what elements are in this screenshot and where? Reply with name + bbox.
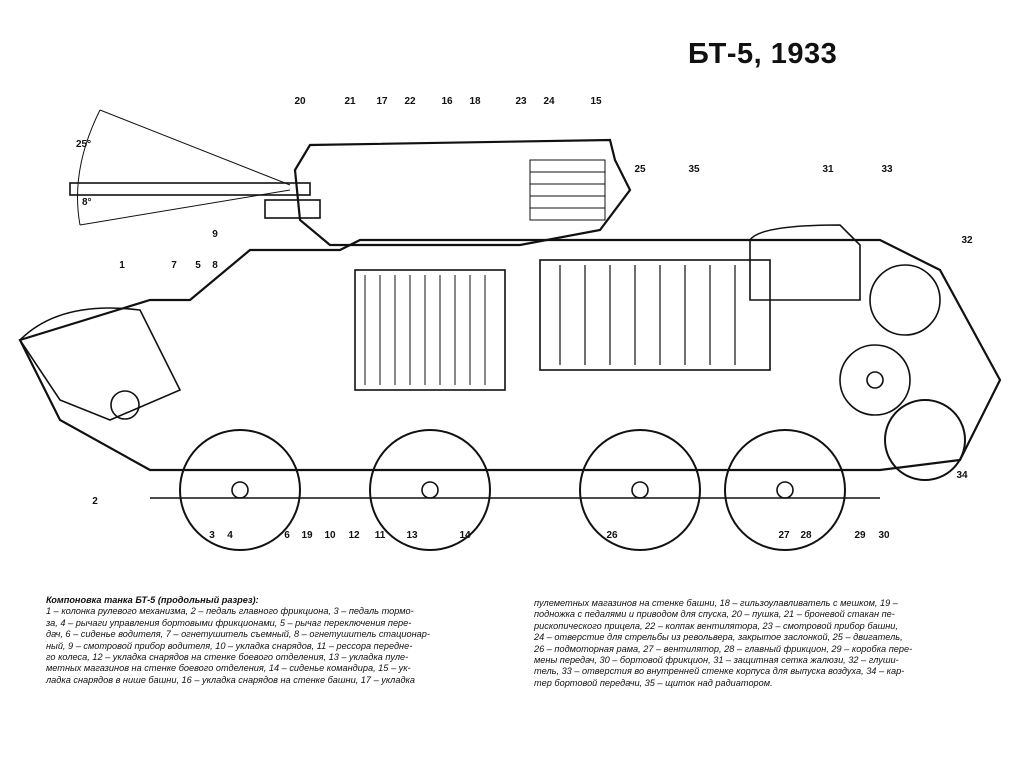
- callout-30: 30: [878, 530, 890, 541]
- gun-breech: [264, 199, 321, 219]
- callout-21: 21: [344, 96, 356, 107]
- caption-line: тер бортовой передачи, 35 – щиток над ра…: [534, 677, 773, 688]
- callout-5: 5: [195, 260, 201, 271]
- callout-27: 27: [778, 530, 790, 541]
- radiator-cover: [749, 224, 861, 301]
- callout-7: 7: [171, 260, 177, 271]
- callout-33: 33: [881, 164, 893, 175]
- nose-plate: [18, 307, 182, 421]
- callout-24: 24: [543, 96, 555, 107]
- callout-18: 18: [469, 96, 481, 107]
- elevation-angle-label: 25°: [76, 139, 91, 150]
- callout-12: 12: [348, 530, 360, 541]
- callout-17: 17: [376, 96, 388, 107]
- caption-left-column: Компоновка танка БТ-5 (продольный разрез…: [46, 595, 516, 686]
- callout-1: 1: [119, 260, 125, 271]
- callout-4: 4: [227, 530, 233, 541]
- side-clutch: [839, 344, 911, 416]
- turret: [293, 138, 632, 247]
- diagram-title: БТ-5, 1933: [688, 38, 838, 70]
- caption-line: подножка с педалями и приводом для спуск…: [534, 609, 895, 620]
- hub-3: [631, 481, 649, 499]
- caption-line: 1 – колонка рулевого механизма, 2 – педа…: [46, 606, 414, 617]
- callout-11: 11: [375, 530, 386, 541]
- road-wheel-3: [579, 429, 701, 551]
- caption-line: за, 4 – рычаги управления бортовыми фрик…: [46, 617, 412, 628]
- ammo-rack: [354, 269, 506, 391]
- road-wheel-1: [179, 429, 301, 551]
- road-wheel-4: [724, 429, 846, 551]
- gun-barrel: [69, 182, 311, 196]
- road-wheel-2: [369, 429, 491, 551]
- callout-13: 13: [406, 530, 418, 541]
- callout-14: 14: [459, 530, 471, 541]
- callout-19: 19: [301, 530, 313, 541]
- engine-block: [539, 259, 771, 371]
- caption-line: рископического прицела, 22 – колпак вент…: [534, 620, 898, 631]
- callout-26: 26: [606, 530, 618, 541]
- callout-35: 35: [688, 164, 700, 175]
- callout-29: 29: [854, 530, 866, 541]
- callout-31: 31: [822, 164, 834, 175]
- callout-6: 6: [284, 530, 290, 541]
- caption-line: го колеса, 12 – укладка снарядов на стен…: [46, 652, 409, 663]
- callout-32: 32: [961, 235, 973, 246]
- hull-outline: [18, 238, 1002, 472]
- hub-4: [776, 481, 794, 499]
- callout-9: 9: [212, 229, 218, 240]
- callout-23: 23: [515, 96, 527, 107]
- caption-line: ный, 9 – смотровой прибор водителя, 10 –…: [46, 640, 413, 651]
- callout-8: 8: [212, 260, 218, 271]
- callout-10: 10: [324, 530, 336, 541]
- caption-line: пулеметных магазинов на стенке башни, 18…: [534, 598, 898, 608]
- idler-wheel: [110, 390, 140, 420]
- caption-line: метных магазинов на стенке боевого отдел…: [46, 663, 411, 674]
- callout-25: 25: [634, 164, 646, 175]
- callout-15: 15: [590, 96, 602, 107]
- caption-line: ладка снарядов в нише башни, 16 – укладк…: [46, 674, 415, 685]
- caption-line: 26 – подмоторная рама, 27 – вентилятор, …: [534, 643, 913, 654]
- drive-sprocket: [884, 399, 966, 481]
- turret-niche-ammo: [529, 159, 606, 221]
- callout-34: 34: [956, 470, 968, 481]
- callout-2: 2: [92, 496, 98, 507]
- caption-heading: Компоновка танка БТ-5 (продольный разрез…: [46, 595, 259, 605]
- elevation-line: [99, 109, 291, 186]
- caption-line: дач, 6 – сиденье водителя, 7 – огнетушит…: [46, 629, 430, 640]
- depression-angle-label: 8°: [82, 197, 92, 208]
- caption-right-column: пулеметных магазинов на стенке башни, 18…: [534, 598, 1004, 689]
- hub-2: [421, 481, 439, 499]
- callout-28: 28: [800, 530, 812, 541]
- callout-3: 3: [209, 530, 215, 541]
- depression-line: [79, 189, 291, 226]
- angle-arc: [77, 109, 101, 226]
- callout-20: 20: [294, 96, 306, 107]
- hub-1: [231, 481, 249, 499]
- callout-22: 22: [404, 96, 416, 107]
- caption-line: мены передач, 30 – бортовой фрикцион, 31…: [534, 655, 899, 666]
- muffler: [869, 264, 941, 336]
- caption-line: тель, 33 – отверстия во внутренней стенк…: [534, 666, 905, 677]
- caption-line: 24 – отверстие для стрельбы из револьвер…: [534, 632, 903, 643]
- callout-16: 16: [441, 96, 453, 107]
